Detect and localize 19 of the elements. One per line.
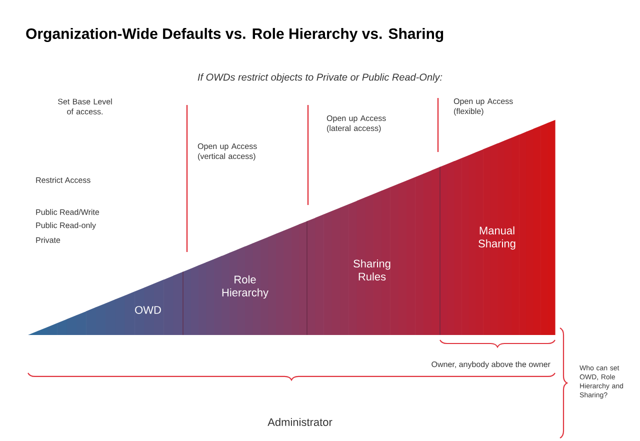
triangle-segment: Sharing Rules — [307, 166, 440, 335]
note: Private — [36, 237, 60, 243]
note: Owner, anybody above the owner — [432, 361, 550, 369]
note: Administrator — [268, 418, 332, 426]
node-label: Manual Sharing — [478, 226, 516, 250]
note: Public Read-only — [36, 222, 96, 230]
triangle-segment: Role Hierarchy — [183, 221, 308, 335]
subtitle: If OWDs restrict objects to Private or Public Read-Only: — [198, 73, 442, 83]
note: Open up Access (vertical access) — [198, 143, 257, 161]
node-label: Role Hierarchy — [222, 275, 268, 299]
note: Open up Access (lateral access) — [326, 115, 386, 133]
note: Set Base Level of access. — [58, 98, 112, 114]
triangle-segment: Manual Sharing — [440, 120, 556, 335]
title: Organization-Wide Defaults vs. Role Hierarchy vs. Sharing — [26, 28, 444, 42]
node-label: Sharing Rules — [354, 259, 390, 281]
node-label: OWD — [135, 306, 161, 314]
note: Restrict Access — [36, 177, 90, 183]
note: Public Read/Write — [36, 209, 100, 215]
triangle-segment: OWD — [28, 272, 184, 335]
